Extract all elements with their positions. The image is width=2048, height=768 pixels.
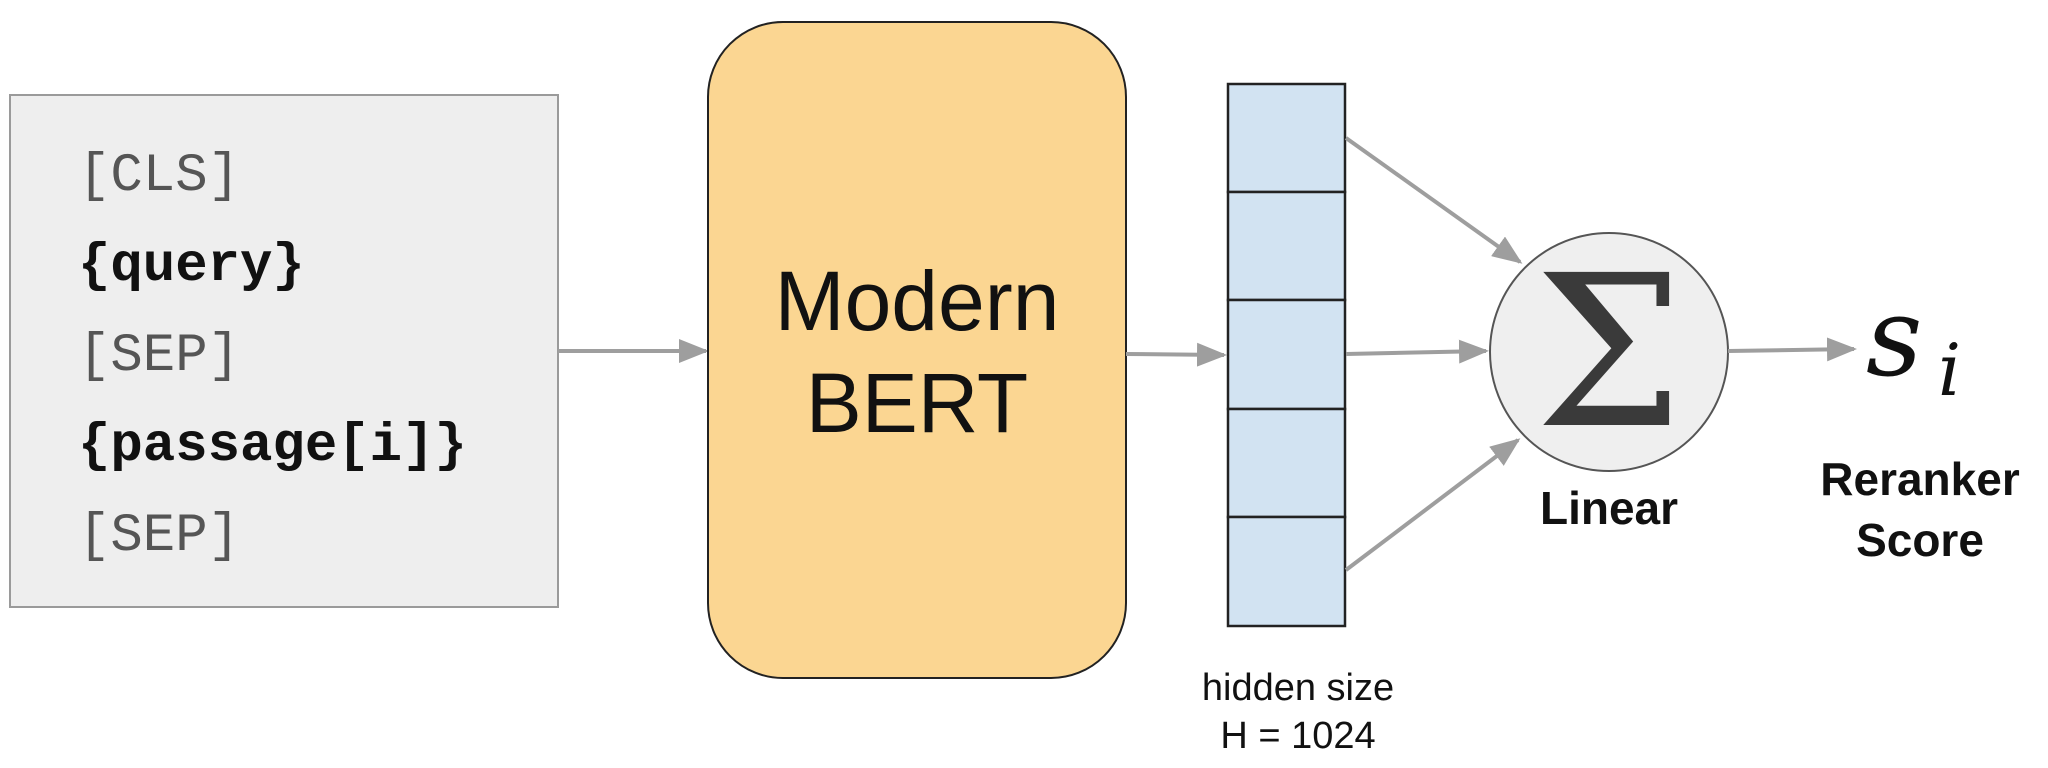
token-sep-1: [SEP] (78, 326, 240, 387)
arrow-hidden-to-linear-top (1344, 136, 1523, 264)
hidden-cell (1226, 298, 1347, 411)
input-box: [CLS] {query} [SEP] {passage[i]} [SEP] (9, 94, 559, 608)
score-subscript: i (1938, 328, 1961, 412)
arrow-hidden-to-linear-middle (1345, 339, 1489, 364)
arrow-linear-to-score (1727, 337, 1857, 362)
arrow-model-to-hidden (1125, 342, 1227, 367)
modernbert-box (707, 21, 1127, 679)
hidden-size-label: hidden size (1202, 667, 1394, 709)
score-symbol: s (1866, 273, 1922, 401)
hidden-cell (1226, 515, 1347, 628)
linear-label: Linear (1540, 482, 1678, 534)
modernbert-block: Modern BERT (707, 21, 1127, 679)
reranker-score: s i Reranker Score (1820, 273, 2020, 566)
token-query: {query} (78, 236, 305, 297)
score-label-line1: Reranker (1820, 453, 2020, 505)
token-sep-2: [SEP] (78, 506, 240, 567)
sigma-icon: Σ (1535, 230, 1683, 475)
modernbert-label-line1: Modern (775, 254, 1060, 348)
linear-node: Σ Linear (1489, 230, 1729, 534)
input-box-frame (9, 94, 559, 608)
score-label-line2: Score (1856, 514, 1984, 566)
hidden-size-value: H = 1024 (1220, 715, 1375, 757)
modernbert-label-line2: BERT (806, 356, 1029, 450)
linear-circle (1489, 232, 1729, 472)
hidden-cell (1226, 190, 1347, 302)
hidden-vector: hidden size H = 1024 (1202, 82, 1394, 757)
hidden-cell (1226, 407, 1347, 519)
token-passage: {passage[i]} (78, 416, 467, 477)
hidden-cell (1226, 82, 1347, 194)
token-cls: [CLS] (78, 146, 240, 207)
arrow-hidden-to-linear-bottom (1344, 438, 1521, 572)
